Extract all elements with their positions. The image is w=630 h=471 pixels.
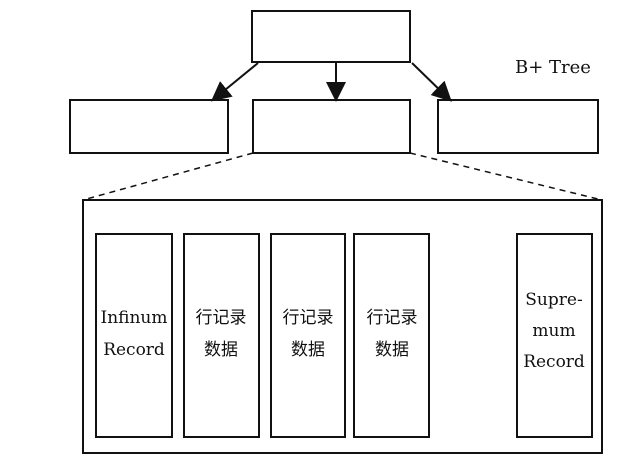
record-row-2 xyxy=(270,233,346,438)
record-row-2-line-1: 行记录 xyxy=(283,308,334,328)
record-infimum-line-1: Infinum xyxy=(100,308,167,328)
record-row-1-line-2: 数据 xyxy=(204,340,238,360)
arrow-right xyxy=(411,62,452,102)
expand-line-left xyxy=(82,152,254,201)
root-node xyxy=(251,10,411,63)
right-child-node xyxy=(437,99,599,154)
record-infimum xyxy=(95,233,173,438)
record-row-1 xyxy=(183,233,260,438)
left-child-node xyxy=(69,99,229,154)
record-row-1-line-1: 行记录 xyxy=(196,308,247,328)
record-row-3 xyxy=(353,233,430,438)
middle-child-node xyxy=(252,99,411,154)
record-supremum-line-1: Supre- xyxy=(525,290,582,310)
record-supremum-line-3: Record xyxy=(523,352,585,372)
tree-label: B+ Tree xyxy=(515,57,591,78)
arrow-left xyxy=(210,62,259,102)
record-row-3-line-1: 行记录 xyxy=(367,308,418,328)
record-supremum-line-2: mum xyxy=(532,321,575,341)
record-supremum xyxy=(516,233,593,438)
expand-line-right xyxy=(409,152,603,201)
record-row-3-line-2: 数据 xyxy=(375,340,409,360)
record-infimum-line-2: Record xyxy=(103,340,165,360)
record-row-2-line-2: 数据 xyxy=(291,340,325,360)
